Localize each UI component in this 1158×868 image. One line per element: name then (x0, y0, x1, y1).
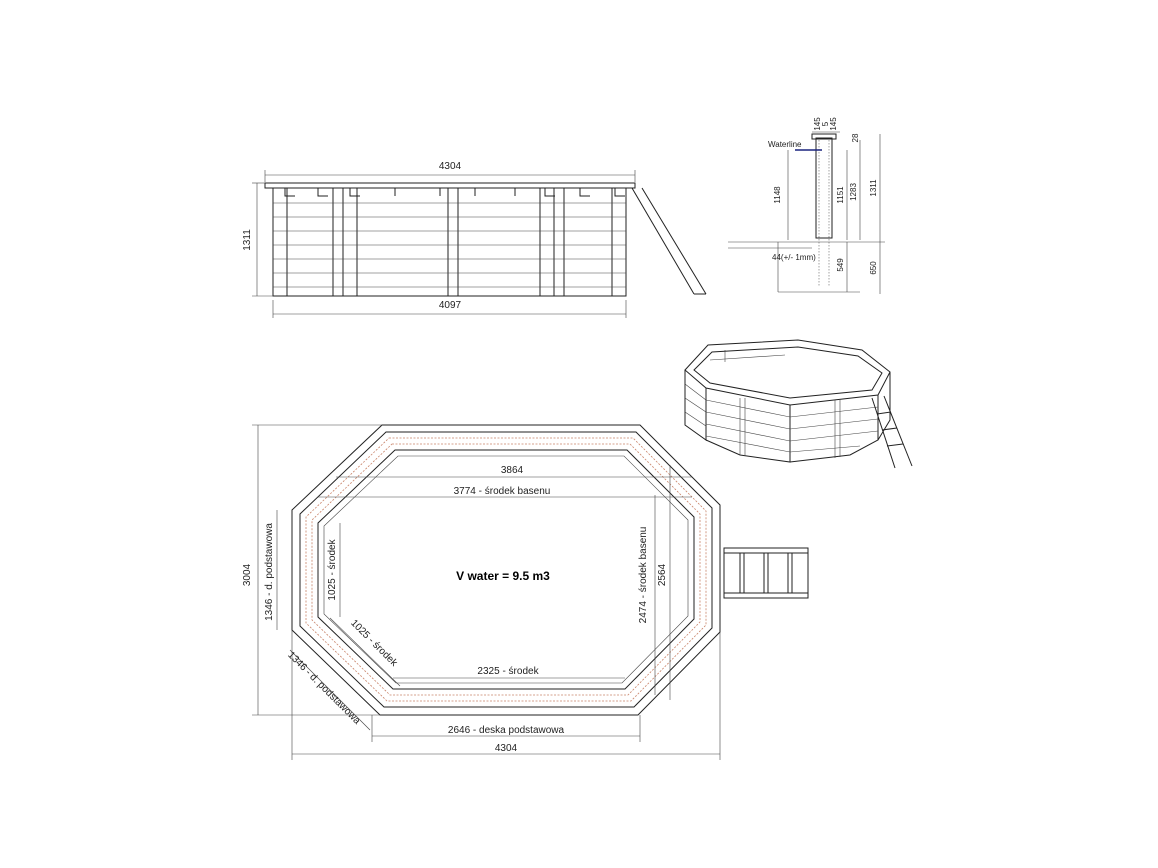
plan-total-height-label: 3004 (242, 563, 253, 586)
section-dim-650: 650 (869, 261, 878, 275)
section-dim-5: 5 (821, 121, 830, 126)
plan-total-width-label: 4304 (495, 743, 518, 754)
plan-middle-bottom-label: 2325 - środek (477, 666, 539, 677)
plan-middle-vertical-label: 1025 - środek (327, 538, 338, 600)
plan-length-outer-label: 3864 (501, 465, 524, 476)
section-dim-28: 28 (851, 133, 860, 142)
section-dim-1283: 1283 (849, 183, 858, 201)
plan-side-board-vertical-label: 1346 - d. podstawowa (264, 523, 275, 621)
section-tolerance-label: 44(+/- 1mm) (772, 253, 816, 262)
section-dim-1151: 1151 (836, 186, 845, 204)
plan-center-width-label: 2474 - środek basenu (638, 527, 649, 624)
plan-width-2564-label: 2564 (657, 563, 668, 586)
section-dim-145b: 145 (829, 117, 838, 131)
side-top-width-label: 4304 (439, 161, 462, 172)
section-dim-1311: 1311 (869, 179, 878, 197)
side-height-label: 1311 (242, 229, 253, 251)
wall-cross-section: 145 5 145 Waterline 1148 1151 1283 1311 … (728, 117, 885, 294)
section-dim-1148: 1148 (773, 186, 782, 204)
waterline-label: Waterline (768, 140, 802, 149)
ladder-plan (723, 547, 809, 599)
pool-plan-view: V water = 9.5 m3 3864 3774 - środek base… (242, 424, 809, 760)
ladder-side (631, 187, 707, 295)
side-bottom-width-label: 4097 (439, 300, 462, 311)
plan-base-board-label: 2646 - deska podstawowa (448, 725, 565, 736)
section-dim-145a: 145 (813, 117, 822, 131)
pool-perspective-view (684, 339, 913, 469)
ladder-perspective (871, 395, 913, 469)
water-volume-label: V water = 9.5 m3 (456, 569, 550, 583)
side-elevation-view: 4304 (242, 161, 707, 318)
plan-center-length-label: 3774 - środek basenu (454, 486, 551, 497)
section-dim-549: 549 (836, 258, 845, 272)
